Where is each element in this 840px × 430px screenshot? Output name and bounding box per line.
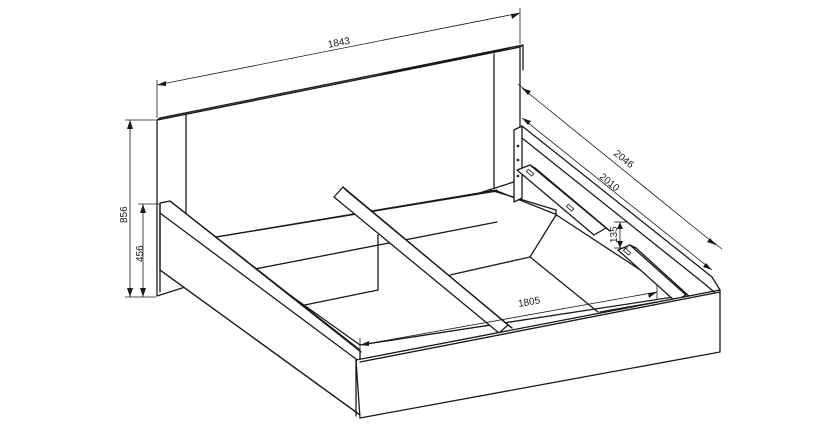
dim-rail-height: 135	[609, 226, 620, 243]
dim-headboard-width: 1843	[327, 36, 351, 51]
dim-overall-length: 2046	[611, 148, 636, 171]
dim-total-height: 856	[119, 206, 130, 223]
dim-inner-length: 2010	[597, 172, 622, 195]
bed-inner-floor	[209, 189, 681, 346]
right-side-rail	[513, 125, 713, 302]
dim-frame-height: 456	[135, 245, 146, 262]
dim-inner-width: 1805	[517, 295, 541, 310]
dimension-lines	[125, 8, 723, 355]
bed-box-sides	[159, 200, 721, 419]
centre-support-beam	[333, 186, 513, 334]
